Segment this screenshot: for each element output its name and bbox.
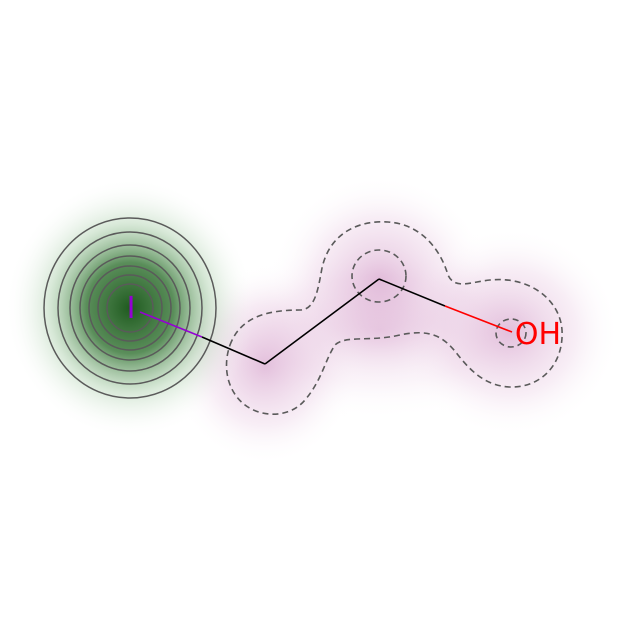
contour-ring (57, 231, 203, 385)
field-bridge (200, 240, 560, 420)
positive-contours (43, 217, 217, 399)
contour-ring (43, 217, 217, 399)
contour-o (495, 318, 527, 348)
contour-ring (79, 255, 181, 361)
atom-label-iodine: I (127, 291, 136, 326)
bond-i-c1-carbon-half (201, 336, 266, 365)
bond-c2-o-carbon-half (378, 278, 446, 307)
contour-outline (225, 221, 563, 415)
bonds (139, 278, 513, 365)
contour-c2 (351, 249, 407, 303)
contour-ring (88, 265, 172, 351)
negative-contours (225, 221, 563, 415)
contour-ring (69, 244, 191, 372)
contour-ring (106, 283, 154, 333)
contour-ring (97, 274, 163, 342)
bond-c2-o-oxygen-half (444, 305, 513, 333)
field-i (5, 178, 255, 438)
bond-c1-c2 (264, 278, 380, 365)
bond-i-c1-iodine-half (139, 311, 203, 338)
positive-contribution-field (5, 178, 255, 438)
atom-label-hydroxyl: OH (515, 317, 561, 352)
negative-contribution-field (170, 175, 620, 465)
